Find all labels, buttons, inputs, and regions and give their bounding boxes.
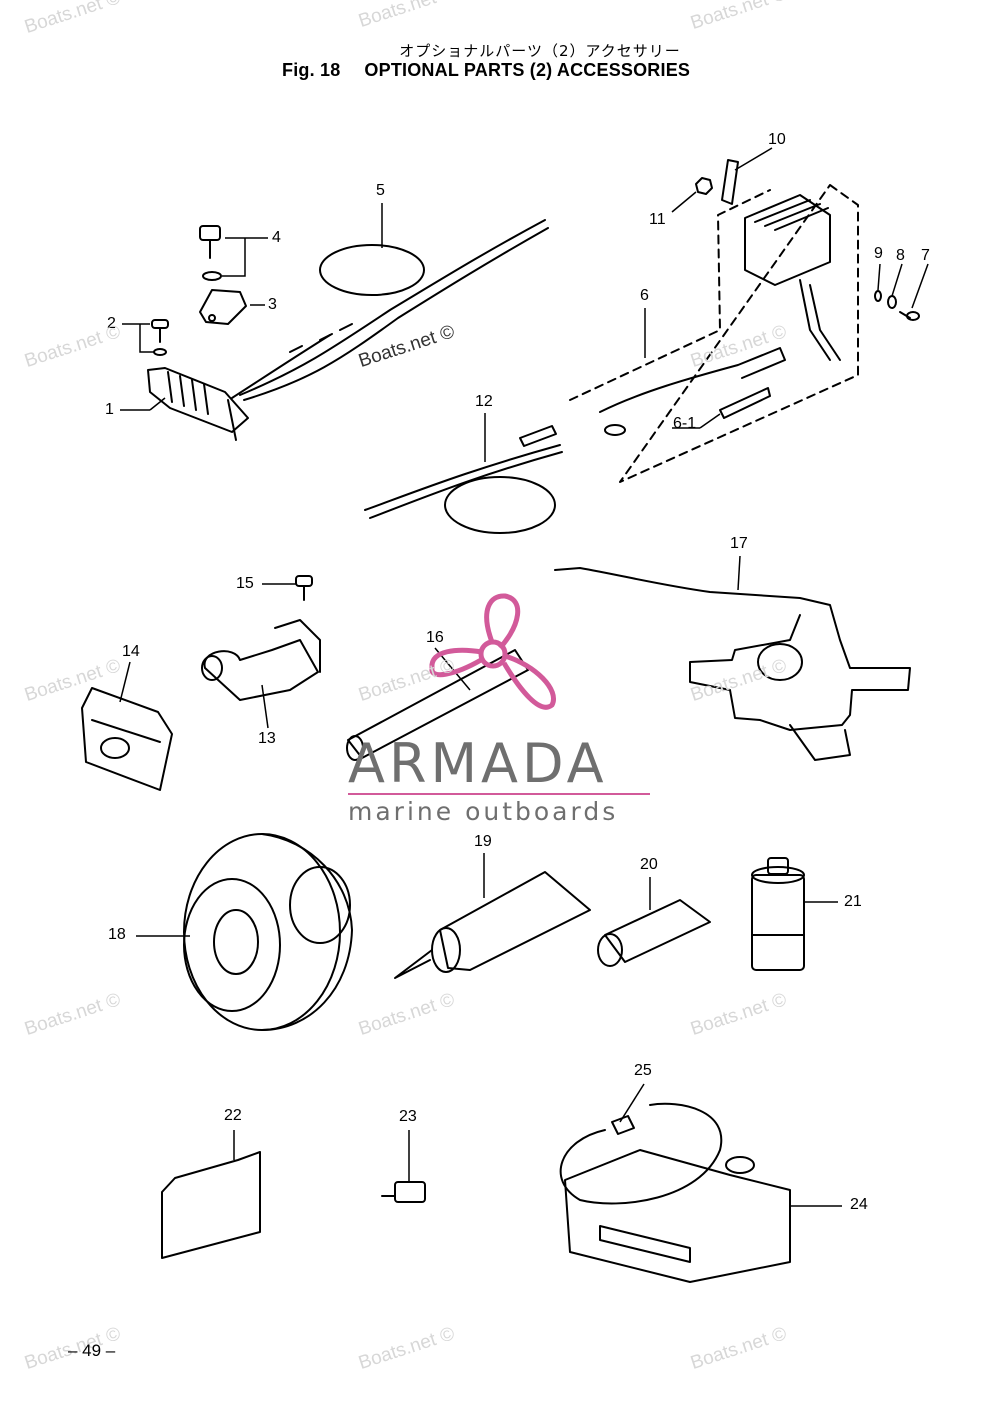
callout-18: 18 — [108, 926, 126, 943]
part-2-screw — [151, 319, 169, 356]
page-number: – 49 – — [68, 1341, 116, 1360]
part-18-flywheel — [183, 833, 353, 1031]
part-19-tube — [394, 871, 591, 979]
callout-5: 5 — [376, 182, 385, 199]
part-25-fuel-line — [559, 1102, 723, 1205]
figure-number: Fig. 18 — [282, 60, 341, 80]
part-22-manual — [161, 1151, 261, 1259]
callout-9: 9 — [874, 245, 883, 262]
part-13-plug — [201, 619, 321, 701]
part-24-fuel-tank — [564, 1149, 791, 1283]
callout-2: 2 — [107, 315, 116, 332]
callout-4: 4 — [272, 229, 281, 246]
callout-20: 20 — [640, 856, 658, 873]
callout-14: 14 — [122, 643, 140, 660]
logo-name: ARMADA — [348, 732, 608, 795]
callout-3: 3 — [268, 296, 277, 313]
part-23-fitting — [381, 1181, 426, 1203]
part-7-screw — [899, 311, 920, 321]
part-17-remote — [554, 567, 911, 761]
part-14-plate — [81, 687, 173, 791]
part-4-screw — [199, 225, 222, 281]
callout-25: 25 — [634, 1062, 652, 1079]
callout-11: 11 — [649, 211, 666, 228]
figure-title-english: OPTIONAL PARTS (2) ACCESSORIES — [364, 60, 691, 80]
callout-15: 15 — [236, 575, 254, 592]
callout-16: 16 — [426, 629, 444, 646]
callout-8: 8 — [896, 247, 905, 264]
figure-title-japanese: オプショナルパーツ（2）アクセサリー — [399, 42, 681, 60]
callout-12: 12 — [475, 393, 493, 410]
callout-7: 7 — [921, 247, 930, 264]
callout-24: 24 — [850, 1196, 868, 1213]
callout-21: 21 — [844, 893, 862, 910]
callout-6-1: 6-1 — [673, 415, 697, 432]
part-12-harness — [364, 425, 563, 534]
logo-tagline: marine outboards — [348, 797, 619, 826]
part-11-nut — [695, 177, 713, 195]
part-15-screw — [295, 575, 313, 601]
callout-6: 6 — [640, 287, 649, 304]
part-10-stay — [721, 159, 739, 205]
part-21-bottle — [751, 857, 805, 971]
callout-10: 10 — [768, 131, 786, 148]
callout-1: 1 — [105, 401, 114, 418]
part-1-connector — [147, 367, 249, 441]
armada-propeller-logo — [429, 593, 556, 710]
part-6-regulator-kit — [569, 184, 859, 483]
figure-title: Fig. 18 OPTIONAL PARTS (2) ACCESSORIES — [282, 60, 714, 81]
part-9-washer — [874, 290, 882, 302]
logo-divider — [348, 793, 650, 795]
part-5-harness — [231, 219, 549, 401]
callout-13: 13 — [258, 730, 276, 747]
part-8-washer — [887, 295, 897, 309]
callout-19: 19 — [474, 833, 492, 850]
part-3-clamp — [199, 289, 247, 325]
callout-23: 23 — [399, 1108, 417, 1125]
callout-22: 22 — [224, 1107, 242, 1124]
part-20-tube — [597, 899, 711, 967]
part-16-tube — [346, 649, 529, 761]
callout-17: 17 — [730, 535, 748, 552]
